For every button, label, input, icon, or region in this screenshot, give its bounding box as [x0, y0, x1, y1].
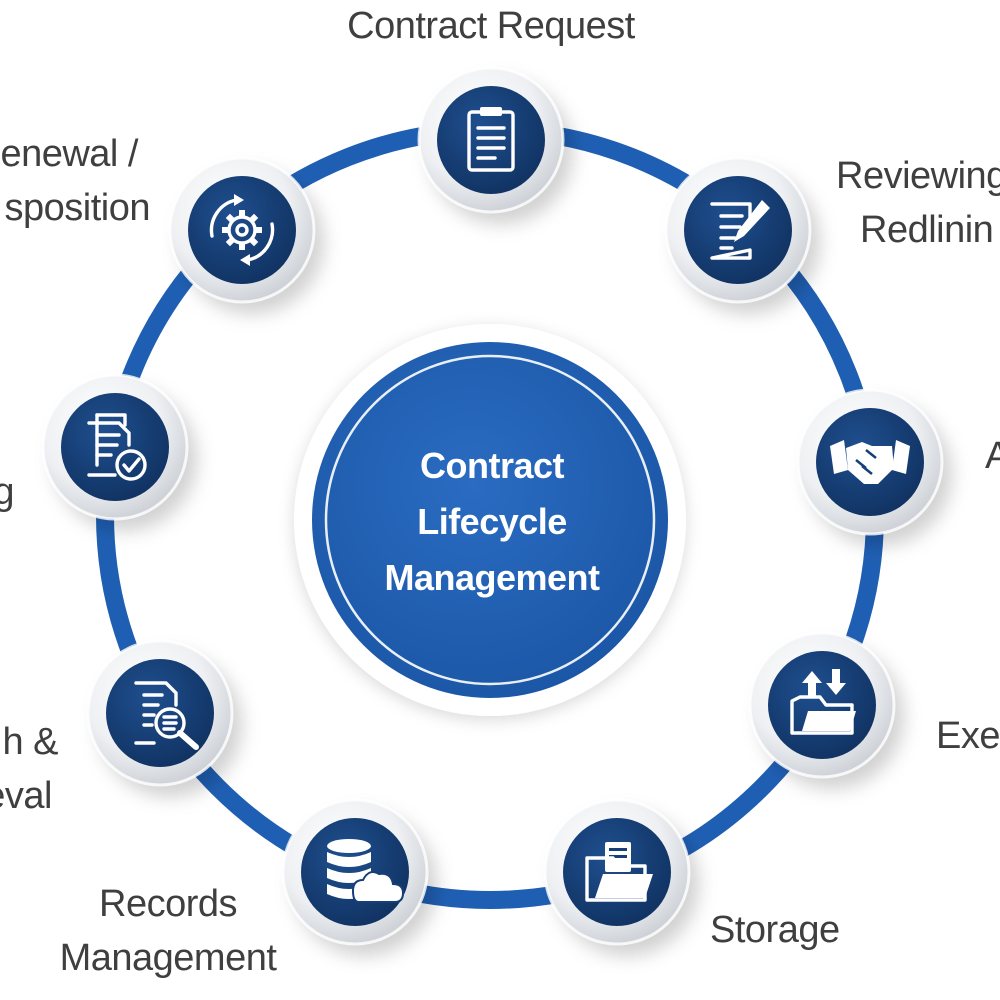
stage-labels: Contract Request Reviewing Redlinin A Ex… [0, 5, 1000, 979]
stage-label-approval: A [985, 435, 1000, 477]
stage-node-execution [748, 631, 896, 779]
stage-nodes [41, 66, 944, 946]
center-title-line-2: Lifecycle [417, 501, 567, 542]
stage-label-execution: Exec [936, 715, 1000, 757]
clipboard-document-icon [467, 107, 515, 172]
database-cloud-icon [327, 839, 405, 903]
stage-node-search-retrieval [86, 639, 234, 787]
stage-label-contract-request: Contract Request [347, 5, 636, 47]
handshake-icon [830, 440, 910, 484]
stage-label-search-line-1: h & [2, 721, 58, 763]
stage-label-reviewing-line-2: Redlinin [860, 209, 993, 251]
document-pen-icon [710, 200, 770, 260]
stage-node-storage [543, 798, 691, 946]
center-title-line-1: Contract [420, 445, 565, 486]
documents-check-icon [87, 413, 147, 481]
center-title-line-3: Management [384, 557, 600, 598]
stage-label-renewal-line-1: enewal / [0, 133, 138, 175]
stage-node-contract-request [417, 66, 565, 214]
stage-label-storage: Storage [710, 909, 840, 951]
stage-label-search-line-2: eval [0, 775, 52, 817]
stage-node-approval [796, 388, 944, 536]
stage-label-records-line-2: Management [60, 937, 278, 979]
folder-upload-download-icon [790, 669, 856, 735]
stage-label-reviewing-line-1: Reviewing [836, 155, 1000, 197]
document-search-icon [134, 681, 199, 750]
stage-label-tracking: g [0, 471, 14, 513]
center-circle: Contract Lifecycle Management [294, 324, 686, 716]
stage-node-reviewing-redlining [664, 156, 812, 304]
stage-node-tracking [41, 373, 189, 521]
stage-label-renewal-line-2: sposition [5, 187, 150, 229]
stage-label-records-line-1: Records [99, 883, 237, 925]
stage-node-records-management [281, 798, 429, 946]
folder-documents-icon [585, 842, 653, 902]
gear-cycle-icon [209, 194, 275, 266]
stage-node-renewal-disposition [168, 156, 316, 304]
